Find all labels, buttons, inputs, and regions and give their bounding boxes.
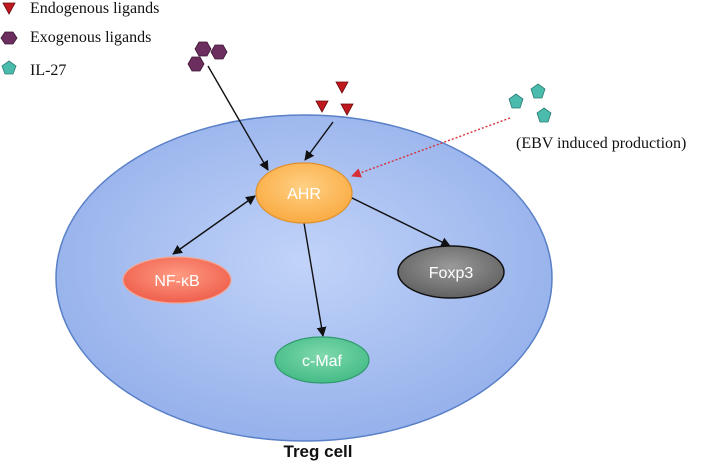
red-triangle-icon <box>2 2 16 15</box>
teal-pentagon-icon <box>530 83 546 99</box>
nfkb-node: NF-κB <box>122 256 232 304</box>
arrow-ahr-nfkb-bidirectional <box>172 195 256 255</box>
il27-cluster <box>508 83 552 123</box>
arrow-exogenous-to-ahr <box>207 65 269 171</box>
red-triangle-icon <box>335 81 349 94</box>
teal-pentagon-icon <box>536 107 552 123</box>
legend-endogenous-label: Endogenous ligands <box>30 0 159 17</box>
legend-exogenous-label: Exogenous ligands <box>30 29 151 46</box>
legend-il27-label: IL-27 <box>30 62 66 79</box>
arrow-ahr-to-cmaf <box>303 222 327 337</box>
foxp3-label: Foxp3 <box>429 265 474 282</box>
red-triangle-icon <box>315 100 329 113</box>
purple-hexagon-icon <box>187 56 205 72</box>
red-triangle-icon <box>340 103 354 116</box>
teal-pentagon-icon <box>1 60 17 75</box>
endogenous-ligands-cluster <box>315 81 354 116</box>
ahr-node: AHR <box>255 162 353 224</box>
purple-hexagon-icon <box>0 31 18 45</box>
ahr-label: AHR <box>287 186 321 203</box>
purple-hexagon-icon <box>210 44 228 60</box>
arrow-il27-to-ahr <box>351 117 511 178</box>
arrow-endogenous-to-ahr <box>304 121 334 161</box>
cmaf-label: c-Maf <box>302 353 343 370</box>
arrow-ahr-to-foxp3 <box>349 196 451 247</box>
cmaf-node: c-Maf <box>274 336 370 384</box>
exogenous-ligands-cluster <box>187 41 228 72</box>
nfkb-label: NF-κB <box>154 273 199 290</box>
legend: Endogenous ligands Exogenous ligands IL-… <box>0 0 159 79</box>
ebv-annotation: (EBV induced production) <box>516 135 686 152</box>
purple-hexagon-icon <box>194 41 212 57</box>
treg-cell-label: Treg cell <box>284 442 353 461</box>
teal-pentagon-icon <box>508 93 524 109</box>
foxp3-node: Foxp3 <box>397 245 505 299</box>
